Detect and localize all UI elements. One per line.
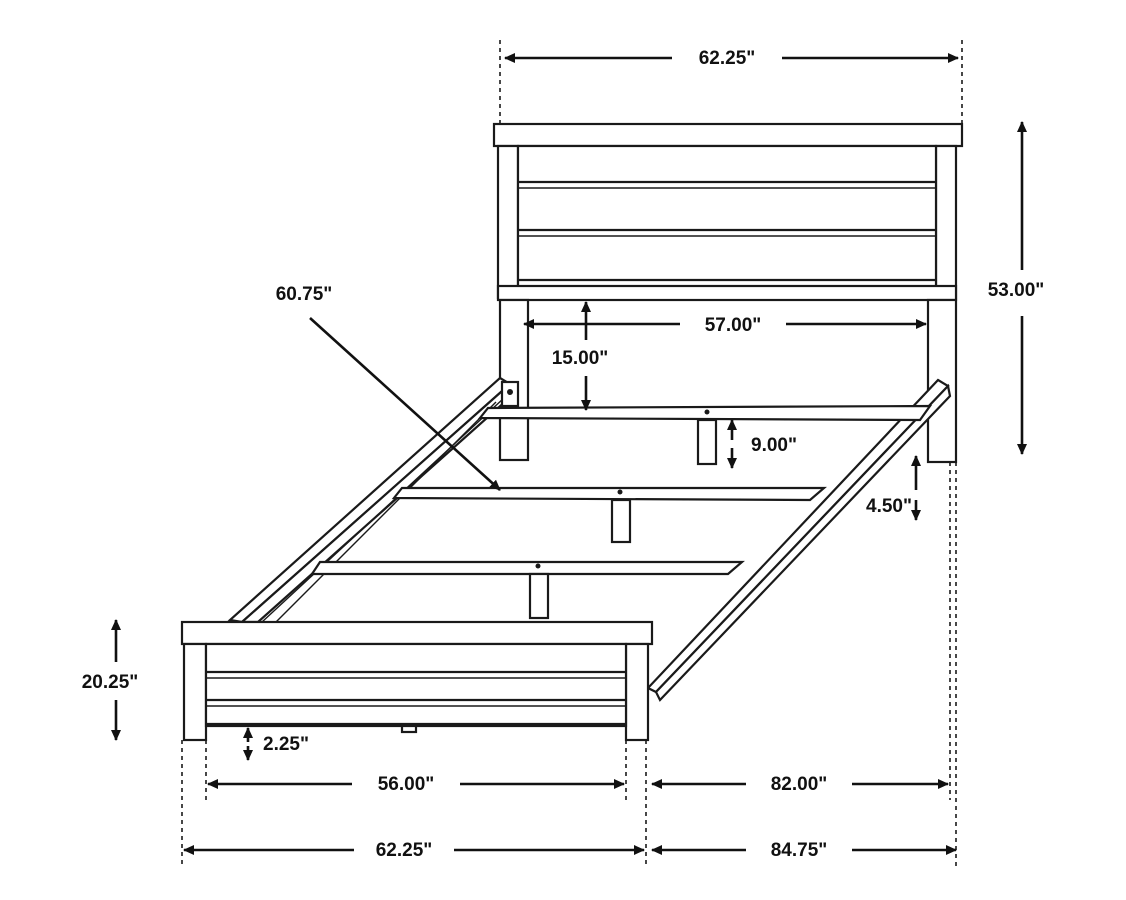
label-leg-height: 9.00" bbox=[751, 435, 797, 456]
label-inner-width-footboard: 56.00" bbox=[378, 774, 435, 795]
label-overall-width-bottom: 62.25" bbox=[376, 840, 433, 861]
extension-lines bbox=[181, 40, 963, 866]
footboard bbox=[180, 620, 654, 742]
label-headboard-height: 53.00" bbox=[988, 280, 1045, 301]
label-overall-length: 84.75" bbox=[771, 840, 828, 861]
headboard bbox=[492, 122, 964, 464]
label-footboard-height: 20.25" bbox=[82, 672, 139, 693]
label-inner-length: 82.00" bbox=[771, 774, 828, 795]
dimension-arrows bbox=[111, 53, 1027, 855]
label-headboard-width-top: 62.25" bbox=[699, 48, 756, 69]
dimension-labels: 62.25" 53.00" 60.75" 57.00" 15.00" 9.00"… bbox=[82, 48, 1045, 861]
label-side-rail-height: 4.50" bbox=[866, 496, 912, 517]
label-headboard-clearance: 15.00" bbox=[552, 348, 609, 369]
label-footboard-clearance: 2.25" bbox=[263, 734, 309, 755]
label-inner-width-headboard: 57.00" bbox=[705, 315, 762, 336]
label-rail-diagonal: 60.75" bbox=[276, 284, 333, 305]
